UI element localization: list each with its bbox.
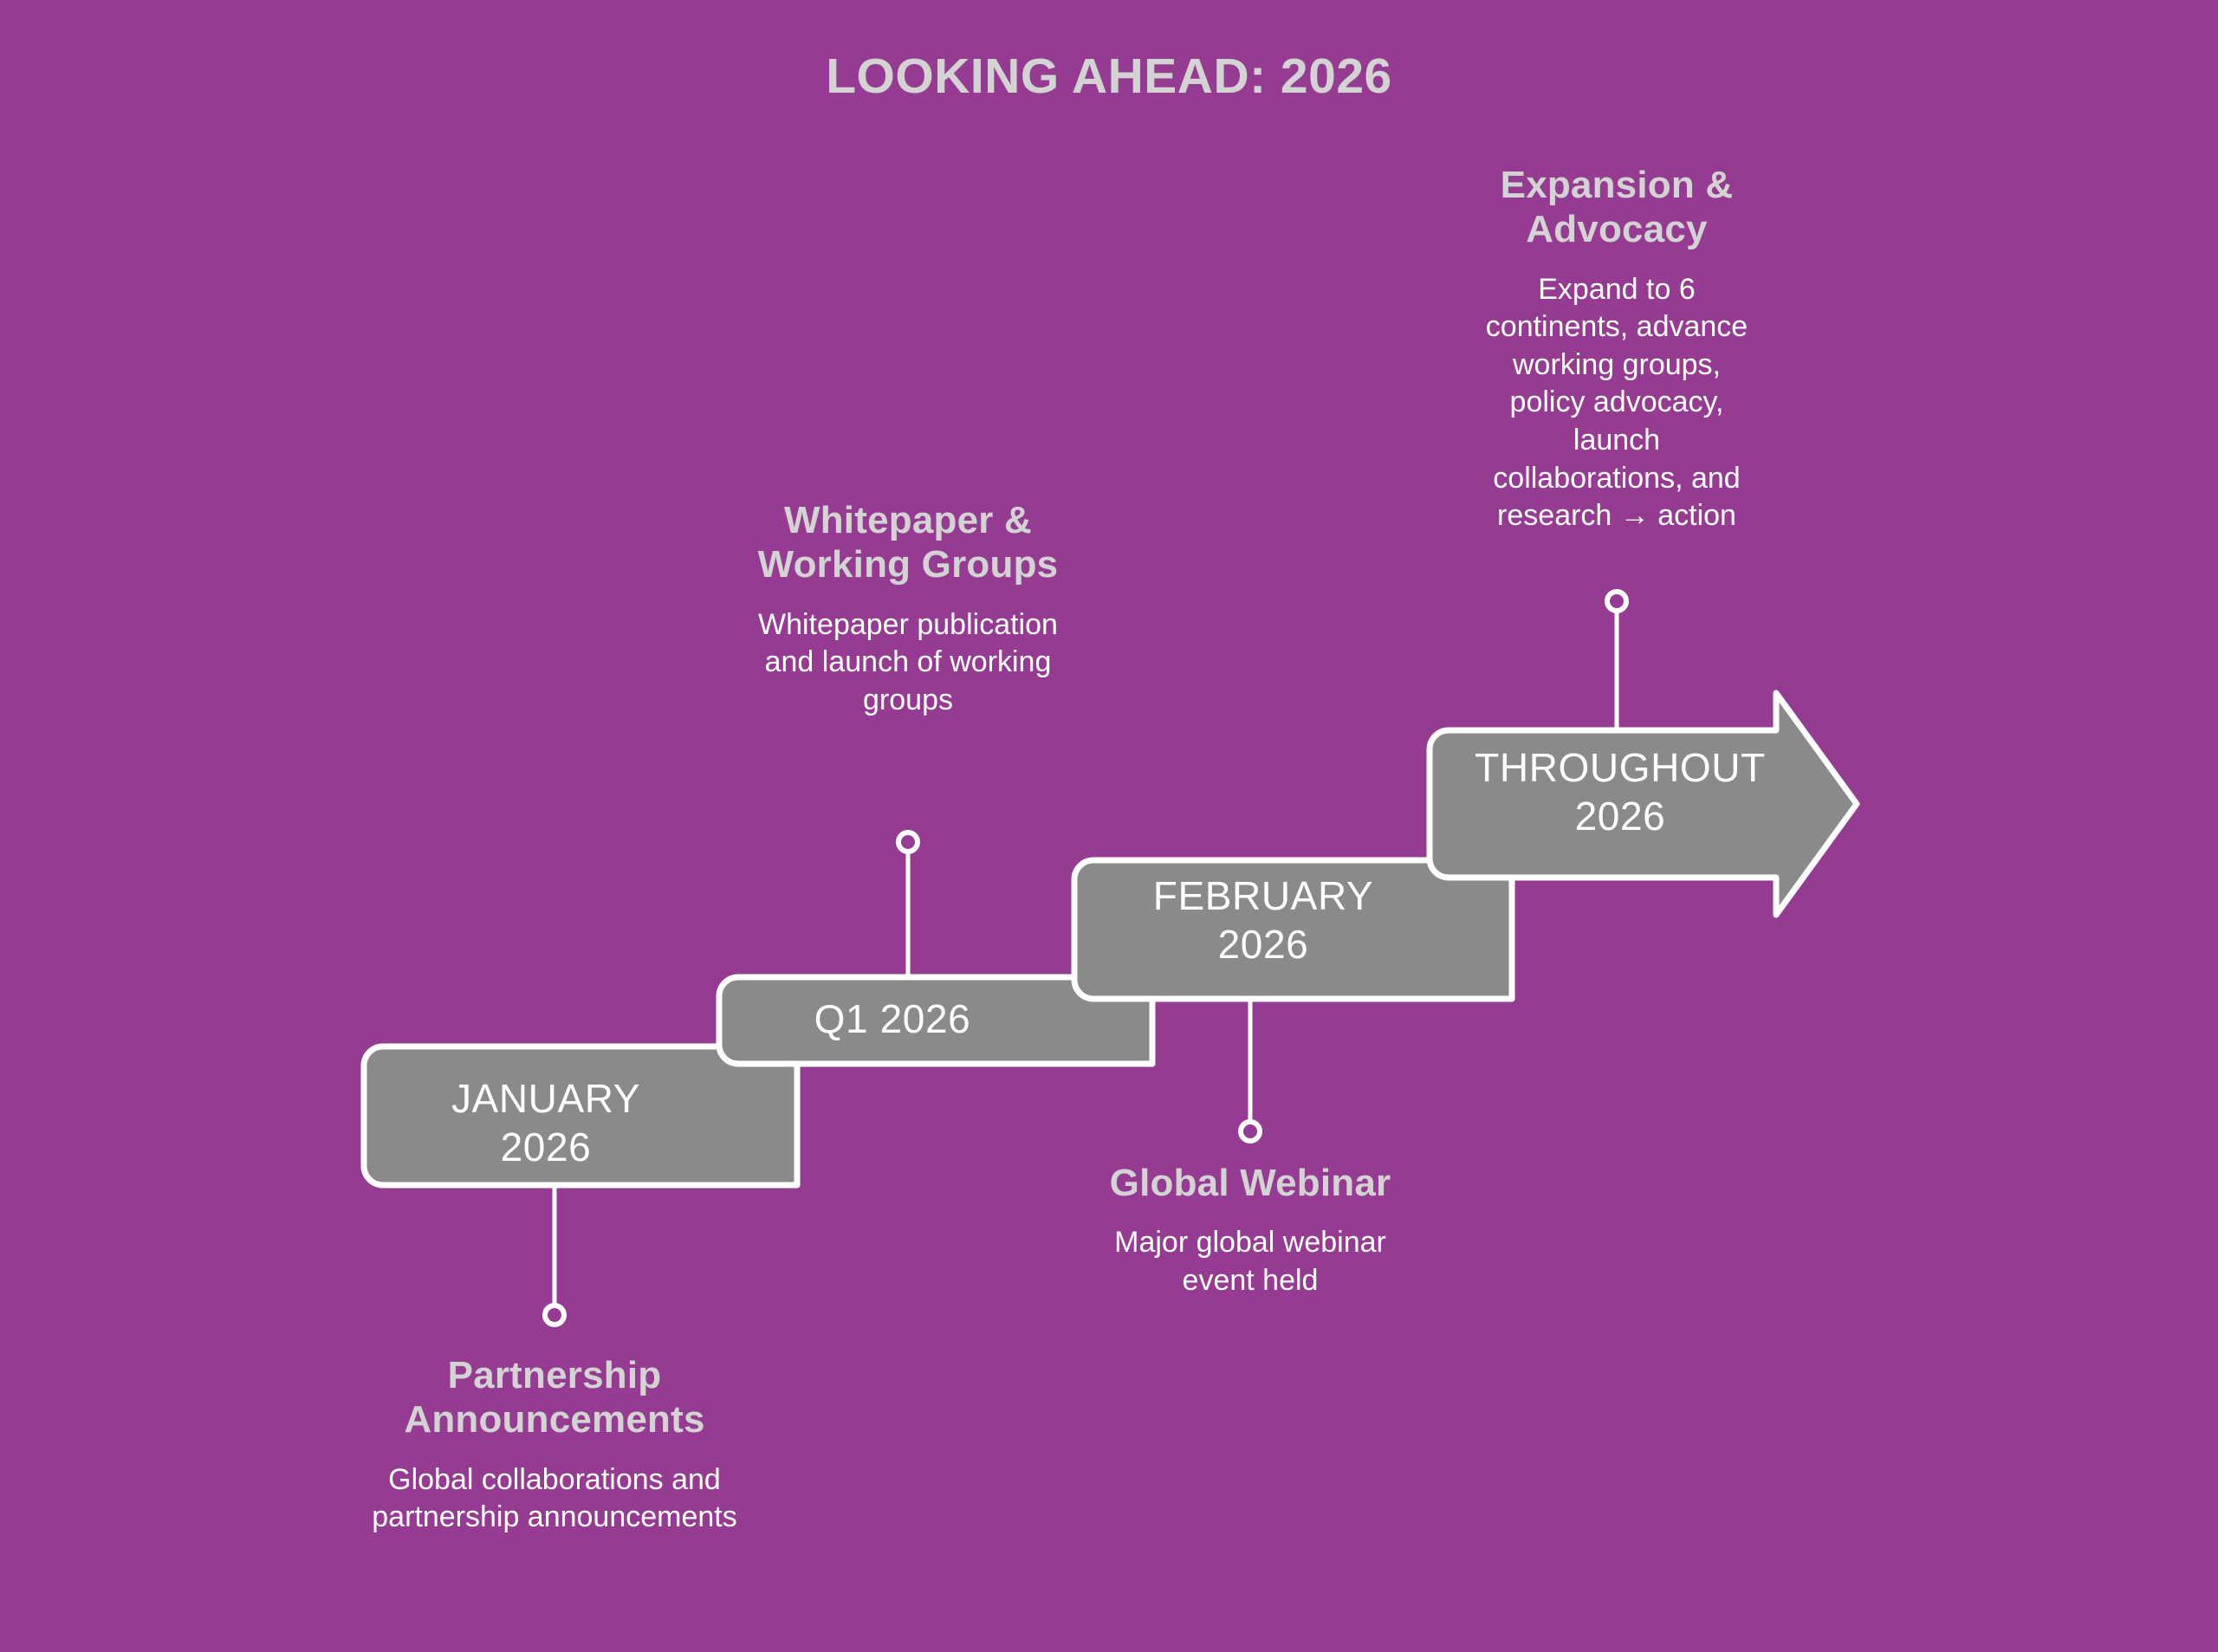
connector-february-2026 [1238, 999, 1262, 1143]
callout-title: Global Webinar [1109, 1162, 1391, 1204]
step-period-line1: FEBRUARY [1152, 873, 1374, 918]
step-label-q1-2026: Q1 2026 [728, 994, 1057, 1043]
step-label-january-2026: JANUARY 2026 [364, 1074, 728, 1171]
callout-title: Partnership Announcements [404, 1354, 705, 1441]
callout-title: Whitepaper & Working Groups [757, 499, 1059, 586]
page-title: LOOKING AHEAD: 2026 [826, 49, 1392, 104]
connector-dot-january-2026 [542, 1303, 567, 1327]
step-riser-q1-2026 [1071, 991, 1156, 1067]
callout-whitepaper-working-groups: Whitepaper & Working Groups Whitepaper p… [752, 498, 1064, 719]
connector-dot-february-2026 [1238, 1119, 1262, 1143]
step-period-line1: Q1 2026 [814, 996, 971, 1041]
callout-description: Expand to 6 continents, advance working … [1485, 272, 1748, 533]
connector-dot-q1-2026 [896, 830, 920, 854]
step-period-line2: 2026 [1574, 794, 1666, 839]
callout-expansion-advocacy: Expansion & Advocacy Expand to 6 contine… [1478, 163, 1755, 535]
step-period-line1: JANUARY [451, 1076, 641, 1121]
step-riser-january-2026 [716, 1060, 801, 1189]
callout-global-webinar: Global Webinar Major global webinar even… [1077, 1161, 1424, 1300]
connector-january-2026 [542, 1185, 567, 1327]
callout-description: Global collaborations and partnership an… [372, 1462, 737, 1534]
step-period-line2: 2026 [1217, 922, 1309, 968]
connector-throughout-2026 [1605, 589, 1629, 730]
callout-description: Whitepaper publication and launch of wor… [758, 607, 1058, 716]
callout-title: Expansion & Advocacy [1500, 164, 1734, 251]
step-period-line1: THROUGHOUT [1475, 745, 1766, 790]
step-period-line2: 2026 [500, 1124, 592, 1170]
callout-description: Major global webinar event held [1114, 1226, 1386, 1297]
step-label-february-2026: FEBRUARY 2026 [1081, 871, 1445, 969]
connector-q1-2026 [896, 830, 920, 977]
step-label-throughout-2026: THROUGHOUT 2026 [1438, 743, 1802, 840]
callout-partnership-announcements: Partnership Announcements Global collabo… [364, 1353, 745, 1537]
connector-dot-throughout-2026 [1605, 589, 1629, 613]
